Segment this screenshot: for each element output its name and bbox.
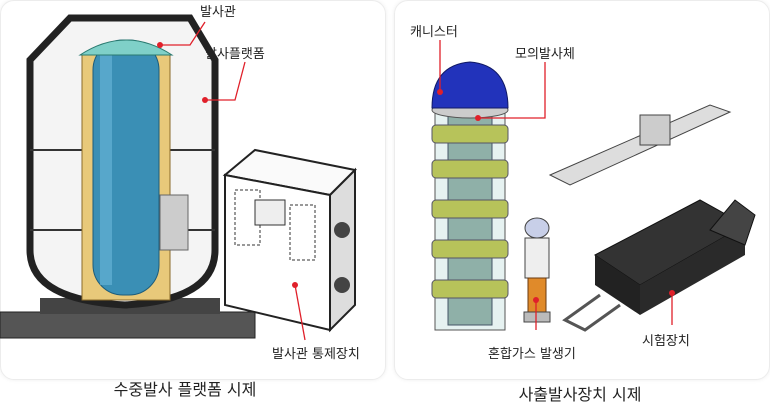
label-mock-vehicle: 모의발사체 bbox=[515, 47, 575, 62]
caption-ejection-launcher: 사출발사장치 시제 bbox=[519, 385, 642, 404]
left-annotations: 발사관 발사플랫폼 발사관 통제장치 수중발사 플랫폼 시제 bbox=[114, 5, 360, 399]
label-launch-tube: 발사관 bbox=[200, 5, 236, 20]
label-tube-controller: 발사관 통제장치 bbox=[272, 347, 360, 362]
tube-controller-illustration bbox=[222, 148, 358, 333]
rail-illustration bbox=[548, 104, 732, 186]
gas-generator-illustration bbox=[523, 217, 551, 323]
test-device-illustration bbox=[562, 199, 756, 332]
label-test-device: 시험장치 bbox=[642, 334, 690, 349]
label-gas-generator: 혼합가스 발생기 bbox=[488, 347, 576, 362]
launch-platform-illustration bbox=[0, 14, 256, 339]
label-canister: 캐니스터 bbox=[410, 25, 458, 40]
label-launch-platform: 발사플랫폼 bbox=[205, 47, 265, 62]
canister-illustration bbox=[431, 61, 509, 331]
underwater-launch-platform-panel bbox=[0, 0, 386, 380]
right-annotations: 캐니스터 모의발사체 혼합가스 발생기 시험장치 사출발사장치 시제 bbox=[410, 25, 690, 404]
caption-underwater-launch-platform: 수중발사 플랫폼 시제 bbox=[114, 380, 257, 399]
